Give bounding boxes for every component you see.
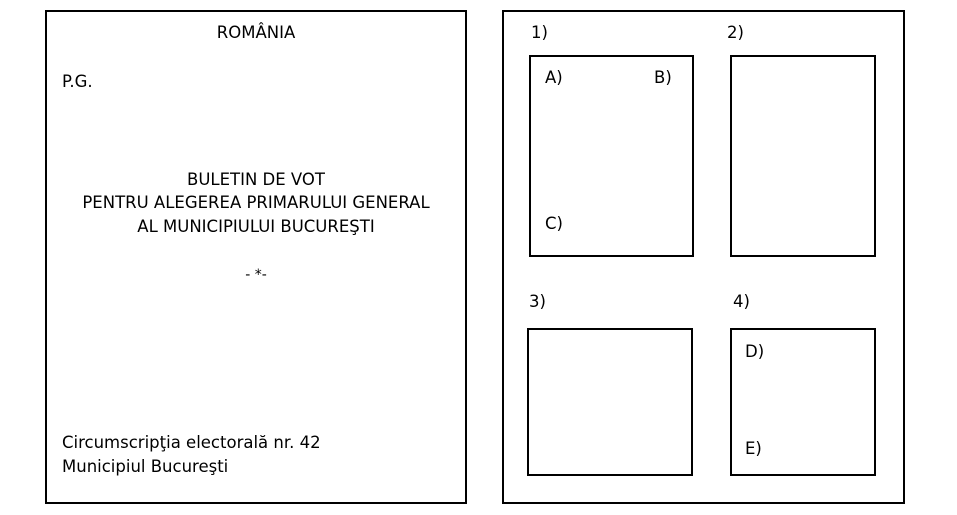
ballot-title-line-2: PENTRU ALEGEREA PRIMARULUI GENERAL (82, 193, 430, 212)
separator: - *- (245, 267, 267, 283)
section-label-2: 2) (727, 23, 744, 42)
mark-e: E) (745, 439, 762, 458)
ballot-front-page (45, 10, 467, 504)
mark-a: A) (545, 68, 563, 87)
constituency-text: Circumscripţia electorală nr. 42 (62, 433, 321, 452)
section-label-1: 1) (531, 23, 548, 42)
section-box-3 (527, 328, 693, 476)
ballot-title-line-1: BULETIN DE VOT (187, 170, 325, 189)
ballot-code: P.G. (62, 72, 93, 91)
section-box-2 (730, 55, 876, 257)
section-label-3: 3) (529, 292, 546, 311)
ballot-layout-panel (502, 10, 905, 504)
section-box-4 (730, 328, 876, 476)
mark-d: D) (745, 342, 765, 361)
mark-c: C) (545, 214, 563, 233)
section-label-4: 4) (733, 292, 750, 311)
section-box-1 (529, 55, 694, 257)
country-heading: ROMÂNIA (216, 23, 296, 42)
ballot-title-line-3: AL MUNICIPIULUI BUCUREŞTI (137, 217, 375, 236)
mark-b: B) (654, 68, 672, 87)
municipality-text: Municipiul Bucureşti (62, 457, 229, 476)
